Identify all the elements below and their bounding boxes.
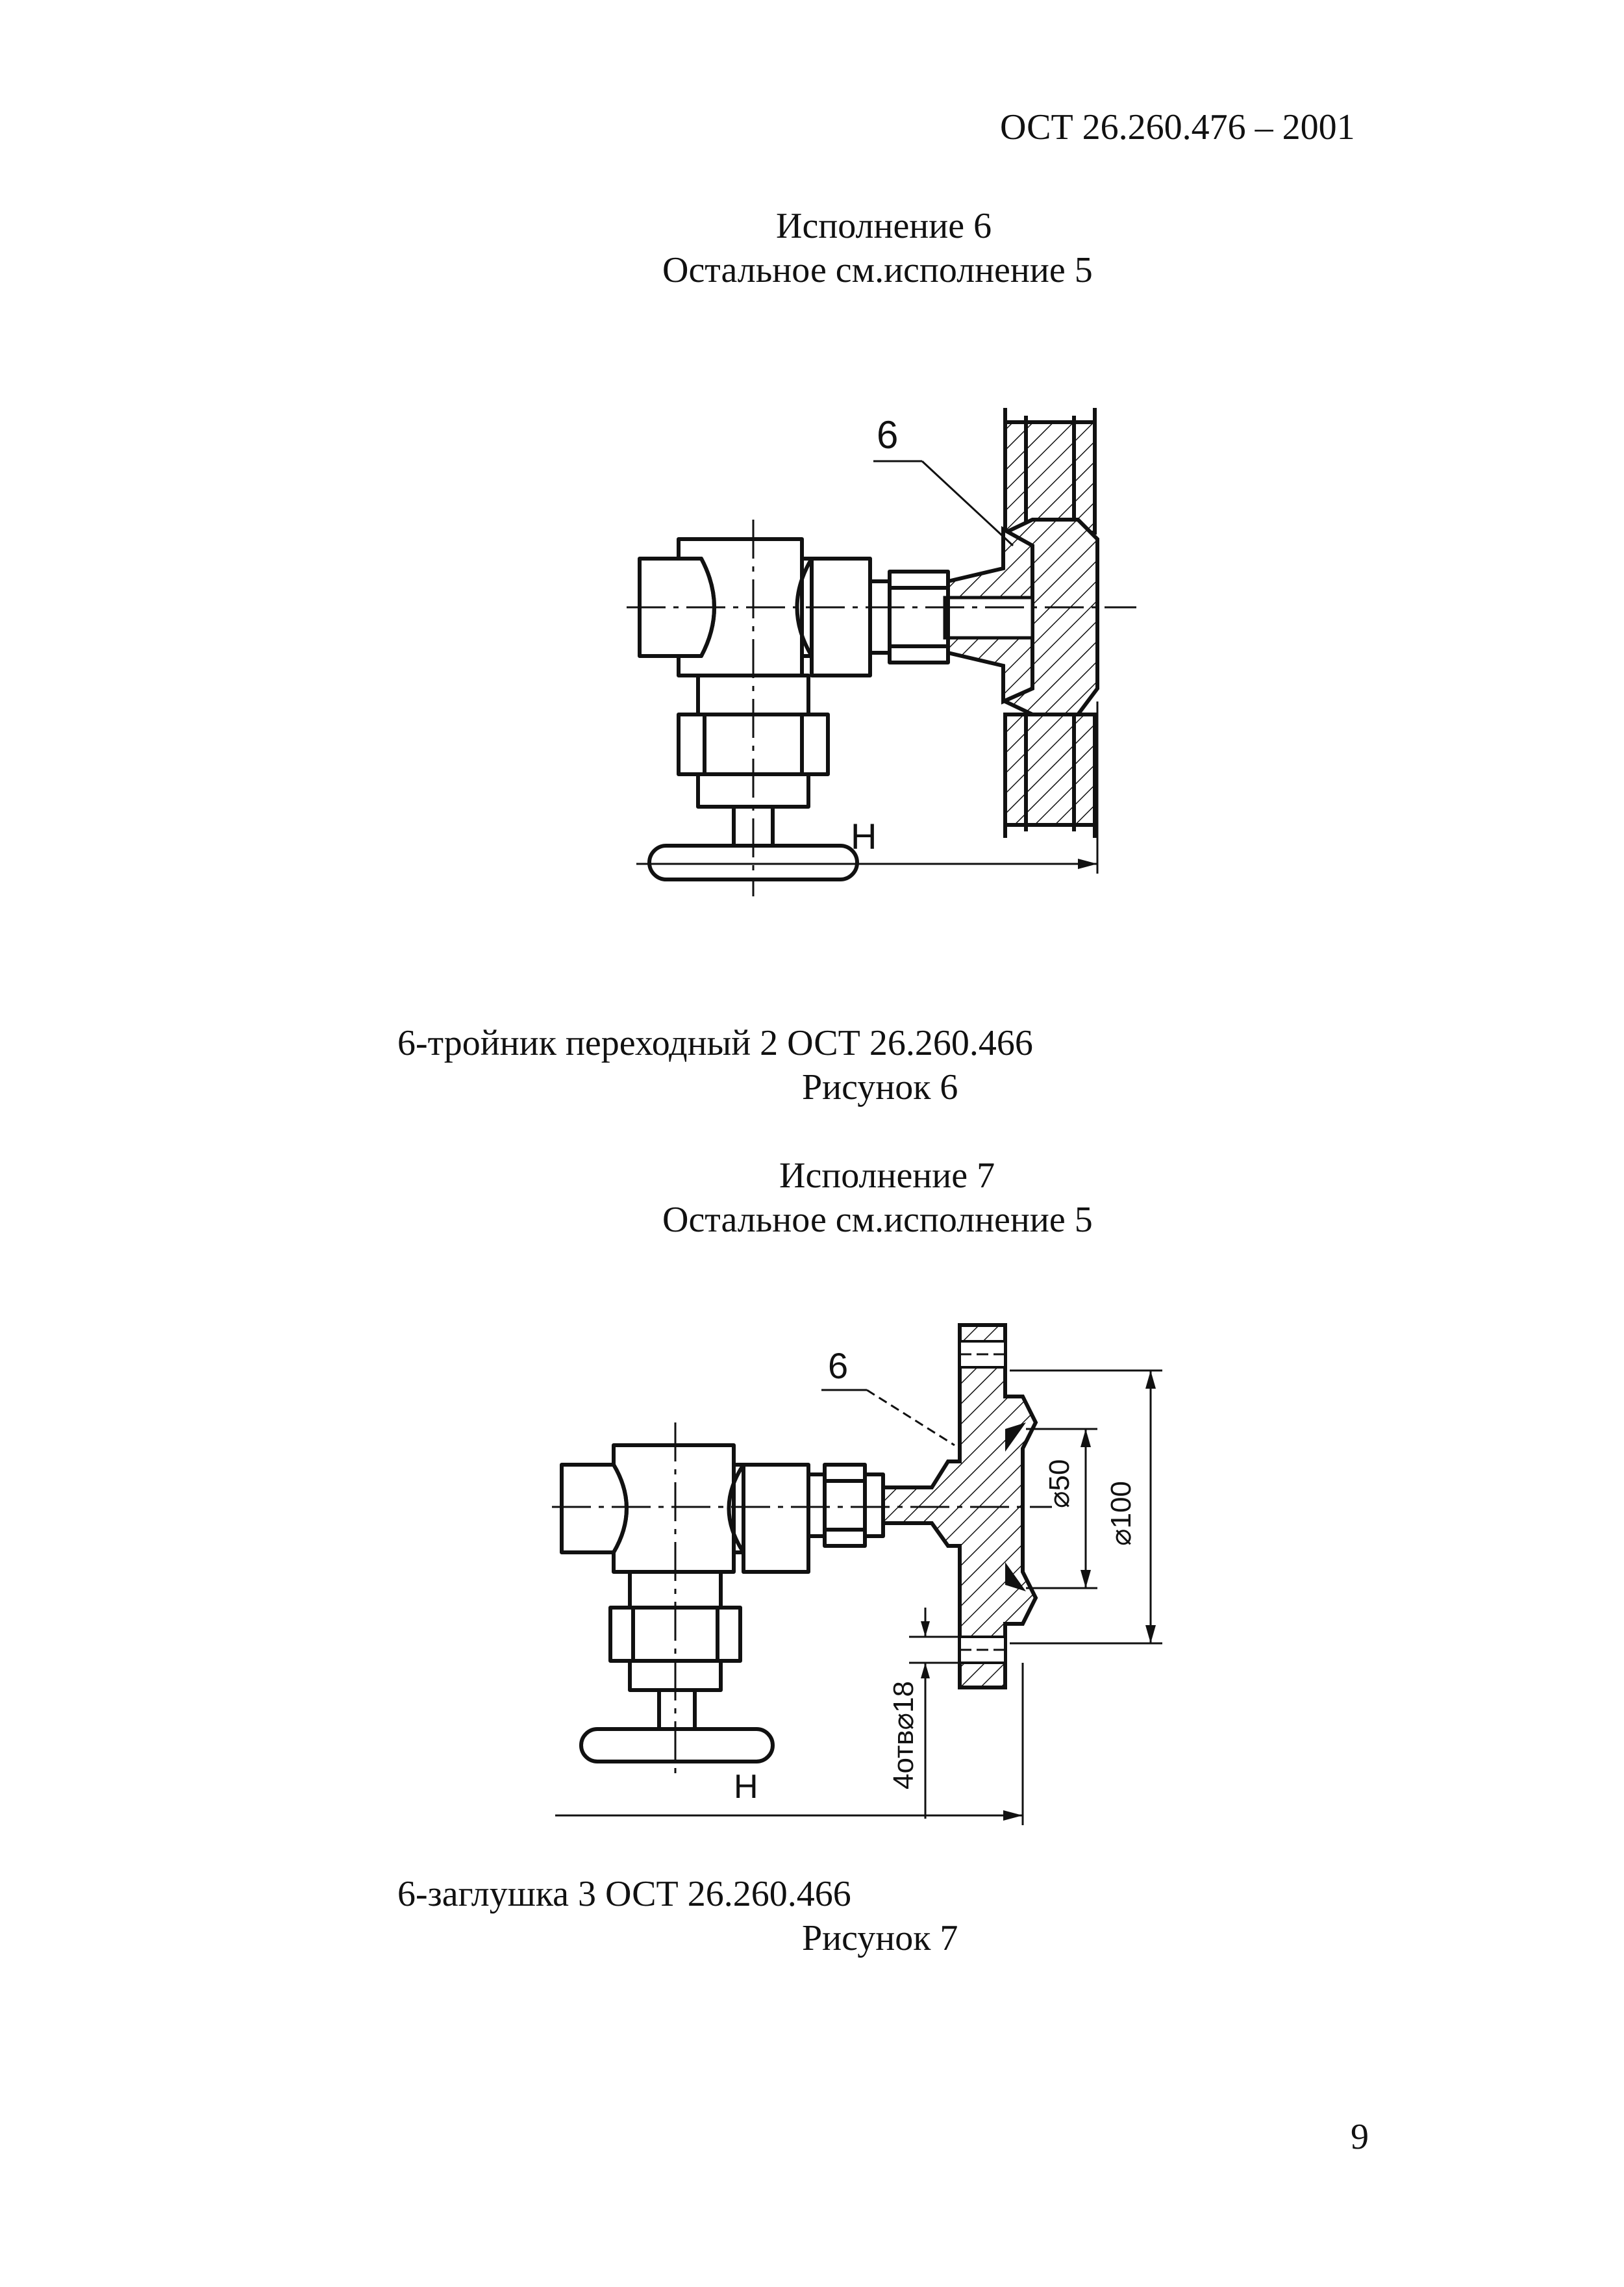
- pipe-wall-section: [1003, 408, 1097, 838]
- dimension-d100: [1010, 1369, 1162, 1645]
- figure-7-dimension-h: [555, 1663, 1024, 1825]
- document-number: ОСТ 26.260.476 – 2001: [1000, 107, 1355, 147]
- dimension-d100-label: ⌀100: [1105, 1481, 1137, 1546]
- figure-7-leader-label: 6: [828, 1345, 849, 1386]
- valve-body-7: [560, 1443, 810, 1574]
- handwheel-7: [579, 1727, 775, 1763]
- figure-6-dimension-label: Н: [851, 816, 877, 857]
- dimension-d50: [1026, 1428, 1097, 1589]
- page-number: 9: [1351, 2117, 1369, 2157]
- valve-bonnet: [677, 674, 830, 848]
- figure-6-leader: [873, 460, 1014, 547]
- figure-7-caption: Рисунок 7: [802, 1918, 958, 1958]
- valve-bonnet-7: [608, 1570, 742, 1731]
- union-nut-7: [806, 1463, 885, 1548]
- union-nut: [868, 570, 950, 664]
- figure-6-legend: 6-тройник переходный 2 ОСТ 26.260.466: [397, 1023, 1033, 1063]
- figure-6-caption: Рисунок 6: [802, 1067, 958, 1107]
- handwheel: [647, 844, 859, 881]
- tee-boss: [1003, 518, 1099, 716]
- figure-7-legend: 6-заглушка 3 ОСТ 26.260.466: [397, 1874, 851, 1914]
- flange-plug: [881, 1323, 1038, 1689]
- dimension-holes-label: 4отв⌀18: [888, 1681, 919, 1789]
- figure-6-leader-label: 6: [877, 413, 899, 457]
- tee-neck: [946, 525, 1034, 705]
- figure-7-subtitle: Остальное см.исполнение 5: [662, 1200, 1093, 1240]
- tee-bore: [943, 596, 1034, 640]
- figure-7-title: Исполнение 7: [779, 1156, 995, 1196]
- figure-6-subtitle: Остальное см.исполнение 5: [662, 250, 1093, 290]
- dimension-d50-label: ⌀50: [1043, 1459, 1075, 1508]
- figure-7-leader: [821, 1389, 955, 1447]
- figure-6-title: Исполнение 6: [776, 206, 992, 246]
- figure-7-dimension-label: Н: [734, 1768, 758, 1806]
- valve-body: [638, 537, 872, 677]
